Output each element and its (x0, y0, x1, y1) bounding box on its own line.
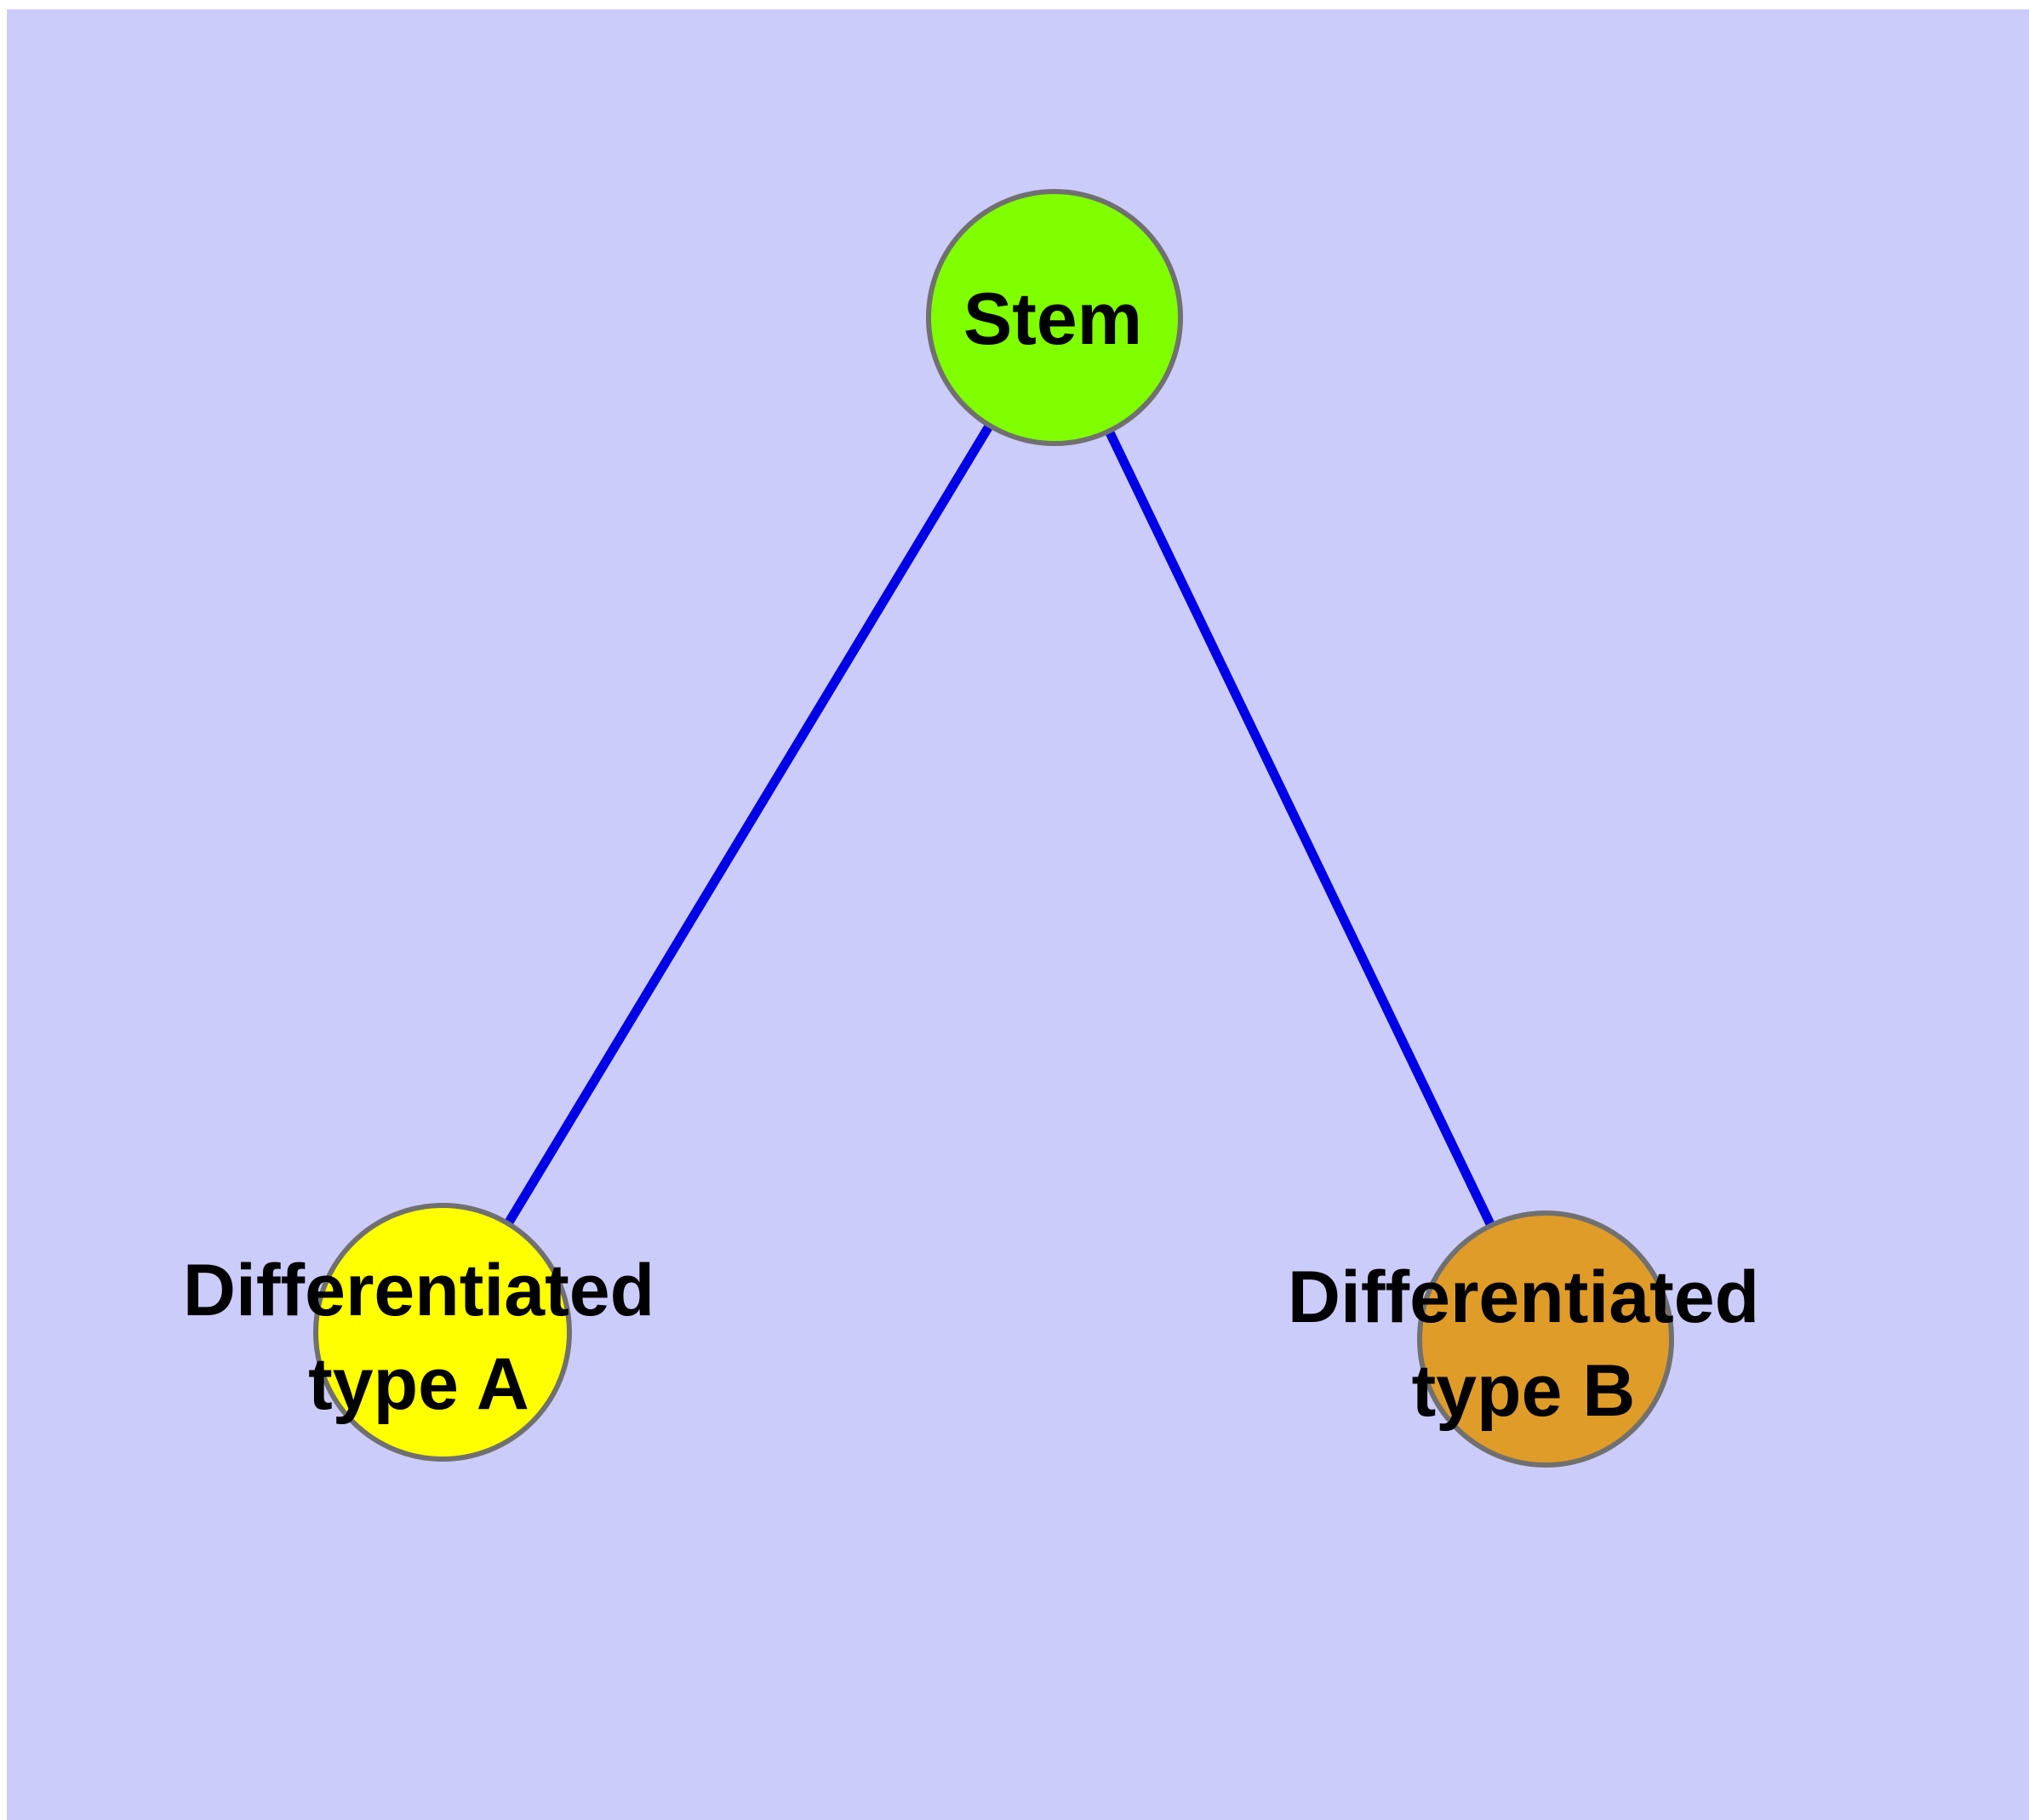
node-differentiated-type-a-label-line2: type A (308, 1343, 529, 1425)
node-stem[interactable] (926, 189, 1183, 446)
edge-layer (438, 315, 1550, 1342)
edge-stem-to-differentiated-type-a[interactable] (438, 315, 1059, 1335)
label-layer: Stem Differentiated type A Differentiate… (183, 278, 1759, 1432)
node-differentiated-type-a[interactable] (313, 1203, 572, 1462)
node-differentiated-type-a-label-line1: Differentiated (183, 1250, 654, 1331)
node-differentiated-type-b[interactable] (1417, 1210, 1674, 1468)
node-differentiated-type-b-label-line1: Differentiated (1288, 1256, 1759, 1338)
node-stem-circle[interactable] (926, 189, 1183, 446)
node-differentiated-type-b-circle[interactable] (1417, 1210, 1674, 1468)
node-differentiated-type-b-label-line2: type B (1412, 1350, 1636, 1432)
node-differentiated-type-a-circle[interactable] (313, 1203, 572, 1462)
node-stem-label: Stem (963, 278, 1142, 360)
edge-stem-to-differentiated-type-b[interactable] (1050, 315, 1550, 1342)
